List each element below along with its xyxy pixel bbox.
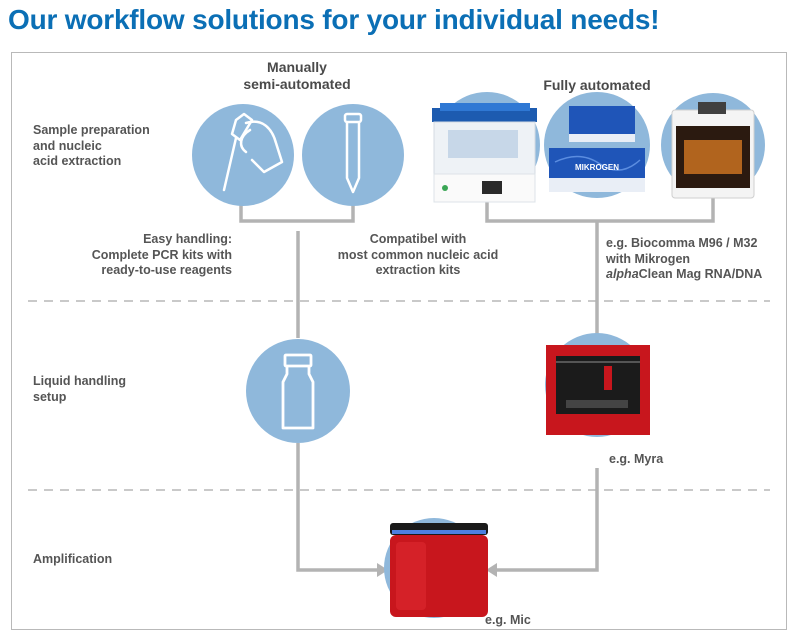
page-title: Our workflow solutions for your individu…	[8, 4, 660, 35]
caption-compatible: Compatibel with most common nucleic acid…	[337, 232, 499, 277]
arrow-head-right	[486, 563, 497, 577]
row-label-amplification: Amplification	[33, 552, 113, 566]
tube-circle	[302, 104, 404, 206]
reagent-vial-icon	[281, 353, 315, 430]
myra-to-amp-line	[494, 468, 599, 572]
caption-mic: e.g. Mic	[485, 613, 531, 627]
vial-circle	[246, 339, 350, 443]
myra-circle	[545, 333, 650, 437]
manual-column-header: Manually semi-automated	[243, 59, 351, 92]
automated-column-header: Fully automated	[543, 77, 651, 93]
alpha-italic: alpha	[606, 267, 639, 281]
auto-bracket	[485, 195, 715, 223]
caption-easy-handling: Easy handling: Complete PCR kits with re…	[91, 232, 232, 277]
mic-circle	[384, 518, 488, 618]
pipette-circle	[192, 104, 294, 206]
test-tube-icon	[343, 112, 363, 194]
liquid-to-amp-line	[296, 443, 380, 572]
caption-myra: e.g. Myra	[609, 452, 664, 466]
manual-bracket	[239, 198, 355, 223]
row-label-sample-prep: Sample preparation and nucleic acid extr…	[33, 123, 150, 168]
pipette-hand-icon	[222, 112, 284, 192]
arrow-head-left	[377, 563, 388, 577]
workflow-panel	[11, 52, 787, 630]
biocomma-instrument-circle	[432, 92, 540, 203]
mikrogen-kit-circle: MIKROGEN	[544, 92, 650, 198]
caption-biocomma: e.g. Biocomma M96 / M32 with Mikrogen al…	[606, 236, 763, 281]
connector-lines	[239, 195, 715, 572]
kit-box-brand: MIKROGEN	[575, 163, 619, 172]
extraction-instrument-circle	[661, 93, 765, 199]
row-label-liquid-handling: Liquid handling setup	[33, 374, 127, 404]
